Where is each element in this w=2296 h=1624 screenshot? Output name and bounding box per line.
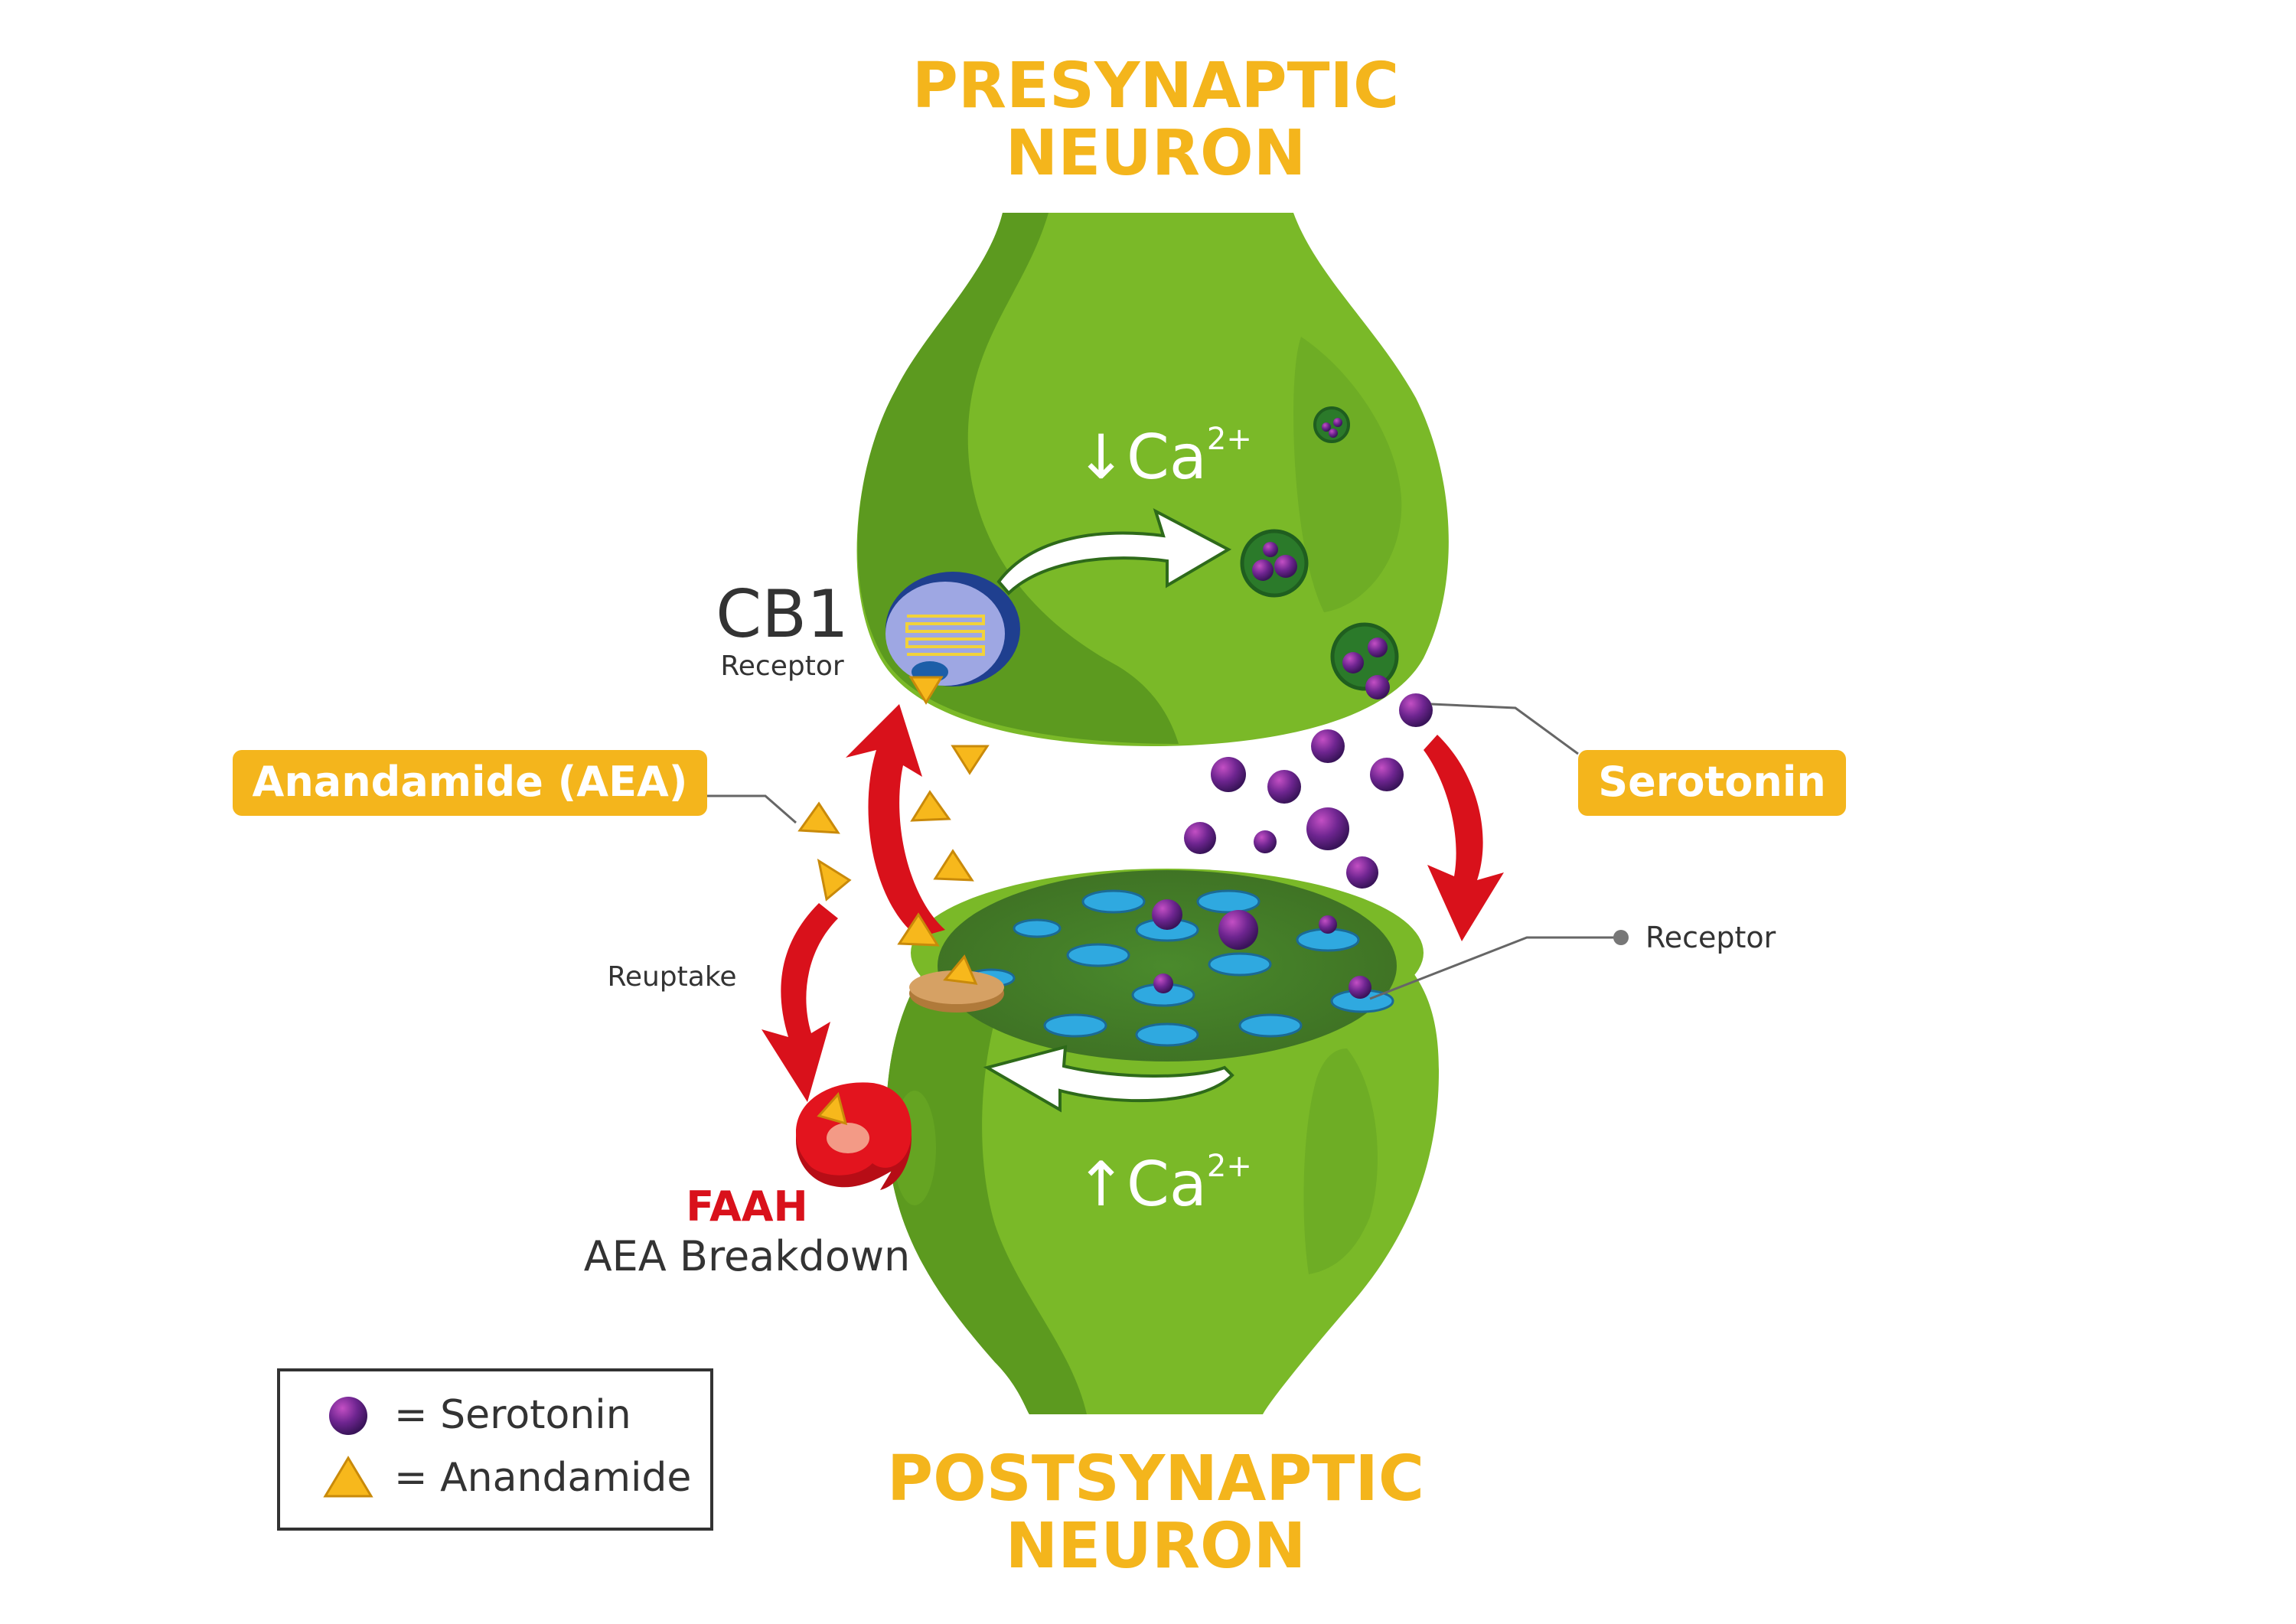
serotonin-callout-label: Serotonin bbox=[1598, 758, 1826, 806]
aea-callout: Anandamide (AEA) bbox=[233, 750, 797, 824]
receptor-callout: Receptor bbox=[1369, 921, 1776, 1000]
legend-serotonin-label: = Serotonin bbox=[394, 1392, 631, 1438]
reuptake-label: Reuptake bbox=[607, 961, 736, 993]
receptor-callout-label: Receptor bbox=[1645, 921, 1776, 954]
postsynaptic-calcium-label: ↑Ca2+ bbox=[1075, 1149, 1252, 1220]
svg-text:↑Ca2+: ↑Ca2+ bbox=[1075, 1149, 1252, 1220]
postsynaptic-title-line2: NEURON bbox=[1006, 1510, 1306, 1583]
postsynaptic-receptors bbox=[967, 889, 1394, 1047]
anandamide-molecules bbox=[797, 745, 990, 947]
reuptake-arrows bbox=[762, 704, 1504, 1102]
faah-description: AEA Breakdown bbox=[584, 1232, 911, 1280]
faah-label: FAAH bbox=[686, 1182, 807, 1231]
cb1-receptor bbox=[885, 572, 1020, 705]
legend: = Serotonin = Anandamide bbox=[277, 1368, 713, 1531]
legend-serotonin-icon bbox=[329, 1397, 367, 1435]
cb1-label: CB1 bbox=[716, 576, 849, 653]
legend-anandamide-label: = Anandamide bbox=[394, 1455, 691, 1501]
serotonin-molecules bbox=[1184, 675, 1433, 889]
postsynaptic-neuron bbox=[886, 869, 1439, 1414]
presynaptic-calcium-label: ↓Ca2+ bbox=[1075, 422, 1252, 493]
serotonin-callout: Serotonin bbox=[1430, 703, 1846, 816]
faah-enzyme bbox=[796, 1082, 912, 1190]
legend-anandamide-icon bbox=[323, 1456, 373, 1498]
presynaptic-title-line2: NEURON bbox=[1006, 117, 1306, 190]
signal-arrow-postsynaptic bbox=[983, 1045, 1234, 1113]
postsynaptic-title-line1: POSTSYNAPTIC bbox=[887, 1443, 1424, 1515]
aea-callout-label: Anandamide (AEA) bbox=[253, 758, 688, 806]
presynaptic-title-line1: PRESYNAPTIC bbox=[912, 50, 1400, 122]
signal-arrow-presynaptic bbox=[996, 507, 1232, 595]
aea-transporter bbox=[909, 954, 1004, 1013]
synaptic-vesicles bbox=[1240, 406, 1399, 691]
cb1-sublabel: Receptor bbox=[720, 651, 843, 682]
svg-text:↓Ca2+: ↓Ca2+ bbox=[1075, 422, 1252, 493]
